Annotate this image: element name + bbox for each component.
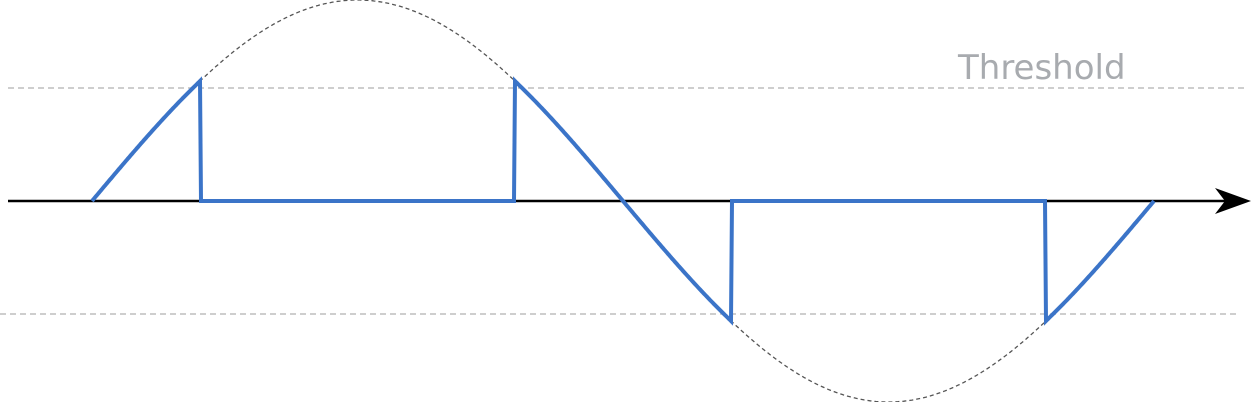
threshold-label: Threshold — [957, 48, 1126, 88]
clipped-signal-wave — [90, 76, 1156, 326]
axis-arrowhead-icon — [1215, 188, 1251, 214]
